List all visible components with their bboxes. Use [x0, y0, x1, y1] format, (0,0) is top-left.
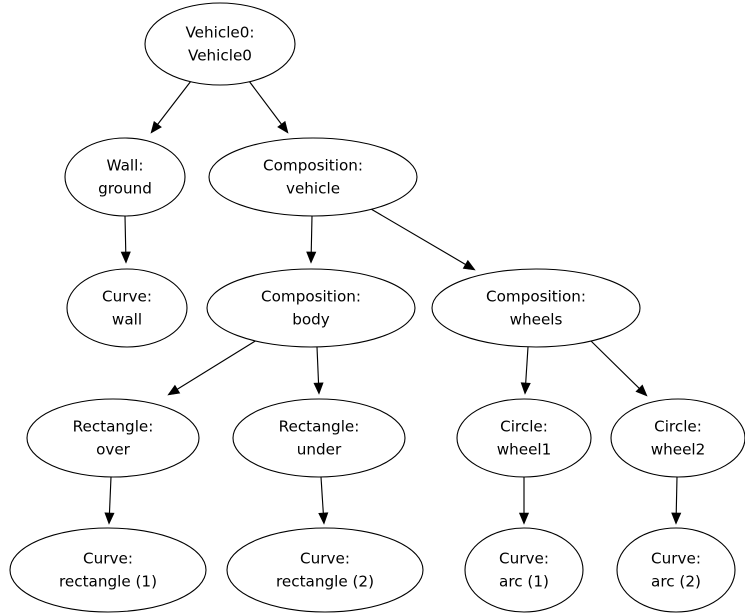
node-layer: Vehicle0:Vehicle0Wall:groundComposition:…	[9, 2, 745, 613]
edge-vehicle0-to-composition_vehicle	[248, 80, 289, 134]
edge-circle_wheel2-to-curve_arc_2	[671, 476, 682, 525]
node-label-type: Rectangle:	[279, 418, 360, 436]
edge-line	[108, 476, 112, 515]
graph-node-curve_arc_2[interactable]: Curve: arc (2)	[616, 527, 736, 613]
node-label-type: Wall:	[107, 157, 144, 175]
graph-node-rectangle_over[interactable]: Rectangle: over	[26, 398, 200, 478]
graph-node-curve_rectangle_2[interactable]: Curve: rectangle (2)	[226, 527, 424, 613]
node-ellipse[interactable]	[64, 137, 186, 217]
node-label-type: Composition:	[486, 288, 586, 306]
edge-circle_wheel1-to-curve_arc_1	[518, 477, 530, 525]
graph-node-vehicle0[interactable]: Vehicle0: Vehicle0	[144, 2, 296, 86]
edge-line	[320, 476, 324, 515]
node-label-name: Vehicle0	[188, 47, 252, 65]
edge-vehicle0-to-wall_ground	[150, 80, 192, 134]
edge-rectangle_under-to-curve_rectangle_2	[318, 476, 329, 525]
node-label-name: wall	[112, 311, 142, 329]
edge-line	[675, 476, 678, 515]
node-label-name: arc (1)	[499, 573, 549, 591]
graph-node-curve_arc_1[interactable]: Curve: arc (1)	[464, 527, 584, 613]
node-label-name: vehicle	[286, 180, 340, 198]
node-ellipse[interactable]	[464, 527, 584, 613]
node-ellipse[interactable]	[616, 527, 736, 613]
graph-node-rectangle_under[interactable]: Rectangle: under	[232, 398, 406, 478]
node-label-name: rectangle (2)	[276, 573, 374, 591]
graph-node-composition_body[interactable]: Composition: body	[206, 268, 416, 348]
arrowhead-icon	[150, 120, 162, 134]
edge-line	[316, 346, 320, 385]
graph-node-circle_wheel1[interactable]: Circle: wheel1	[456, 398, 592, 478]
node-label-type: Curve:	[102, 288, 152, 306]
edge-composition_vehicle-to-composition_body	[306, 215, 317, 264]
node-ellipse[interactable]	[431, 268, 641, 348]
graph-node-composition_vehicle[interactable]: Composition: vehicle	[208, 137, 418, 217]
node-label-type: Curve:	[499, 550, 549, 568]
edge-composition_wheels-to-circle_wheel1	[520, 346, 531, 395]
node-label-name: ground	[98, 180, 152, 198]
arrowhead-icon	[120, 251, 131, 264]
edge-line	[156, 80, 192, 126]
node-label-type: Circle:	[654, 418, 702, 436]
arrowhead-icon	[671, 512, 682, 525]
arrowhead-icon	[518, 512, 530, 525]
edge-composition_vehicle-to-composition_wheels	[370, 208, 476, 271]
node-label-name: rectangle (1)	[59, 573, 157, 591]
node-label-type: Curve:	[651, 550, 701, 568]
node-label-name: body	[292, 311, 330, 329]
arrowhead-icon	[104, 512, 115, 525]
edge-composition_wheels-to-circle_wheel2	[590, 340, 648, 397]
graph-node-curve_rectangle_1[interactable]: Curve: rectangle (1)	[9, 527, 207, 613]
edge-rectangle_over-to-curve_rectangle_1	[104, 476, 115, 525]
graph-node-composition_wheels[interactable]: Composition: wheels	[431, 268, 641, 348]
node-label-name: under	[297, 441, 342, 459]
node-ellipse[interactable]	[66, 268, 188, 348]
arrowhead-icon	[167, 384, 181, 396]
edge-line	[124, 215, 127, 254]
node-ellipse[interactable]	[232, 398, 406, 478]
edge-line	[370, 208, 468, 266]
node-label-name: wheels	[510, 311, 563, 329]
arrowhead-icon	[520, 382, 531, 395]
edge-line	[590, 340, 641, 390]
node-label-name: arc (2)	[651, 573, 701, 591]
node-ellipse[interactable]	[610, 398, 745, 478]
node-ellipse[interactable]	[226, 527, 424, 613]
node-label-type: Rectangle:	[73, 418, 154, 436]
graph-node-wall_ground[interactable]: Wall: ground	[64, 137, 186, 217]
arrowhead-icon	[462, 259, 476, 271]
edge-line	[525, 346, 529, 385]
node-label-name: wheel2	[651, 441, 706, 459]
node-ellipse[interactable]	[144, 2, 296, 86]
node-label-name: wheel1	[497, 441, 552, 459]
edge-layer	[104, 80, 682, 525]
node-label-type: Vehicle0:	[185, 24, 254, 42]
graph-node-curve_wall[interactable]: Curve: wall	[66, 268, 188, 348]
node-label-name: over	[96, 441, 131, 459]
node-ellipse[interactable]	[206, 268, 416, 348]
arrowhead-icon	[306, 251, 317, 264]
node-ellipse[interactable]	[456, 398, 592, 478]
edge-wall_ground-to-curve_wall	[120, 215, 131, 264]
edge-line	[248, 80, 283, 126]
node-label-type: Curve:	[300, 550, 350, 568]
node-label-type: Curve:	[83, 550, 133, 568]
edge-composition_body-to-rectangle_under	[313, 346, 324, 395]
arrowhead-icon	[277, 120, 289, 134]
node-label-type: Composition:	[261, 288, 361, 306]
arrowhead-icon	[318, 512, 329, 525]
arrowhead-icon	[313, 382, 324, 395]
node-ellipse[interactable]	[26, 398, 200, 478]
node-label-type: Composition:	[263, 157, 363, 175]
edge-line	[310, 215, 313, 254]
node-ellipse[interactable]	[208, 137, 418, 217]
arrowhead-icon	[635, 384, 648, 397]
node-ellipse[interactable]	[9, 527, 207, 613]
node-label-type: Circle:	[500, 418, 548, 436]
edge-composition_body-to-rectangle_over	[167, 339, 258, 396]
edge-line	[175, 339, 258, 391]
graph-node-circle_wheel2[interactable]: Circle: wheel2	[610, 398, 745, 478]
